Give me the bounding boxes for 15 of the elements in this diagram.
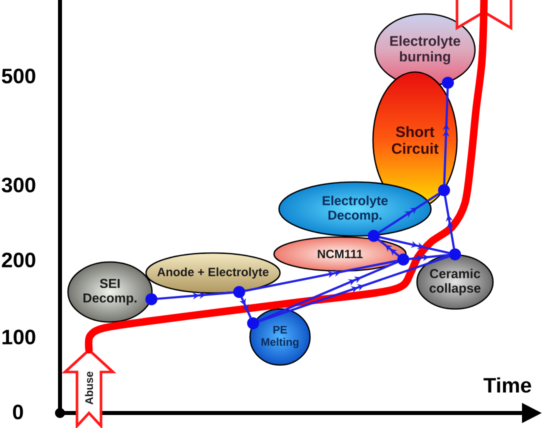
arrow: [244, 260, 398, 292]
arrow: [444, 196, 456, 249]
arrow: [378, 238, 400, 257]
block-arrow: [456, 0, 512, 30]
tick-label: 0: [13, 404, 23, 420]
tick-label: 100: [2, 330, 36, 344]
arrow: [258, 260, 398, 322]
axis-title: Time: [484, 377, 532, 393]
arrow: [379, 236, 450, 254]
arrow: [157, 291, 234, 300]
tick-label: 300: [2, 178, 36, 192]
arrow: [378, 192, 440, 234]
arrow: [258, 255, 450, 322]
tick-label: 500: [2, 68, 36, 84]
tick-label: 200: [2, 252, 36, 268]
